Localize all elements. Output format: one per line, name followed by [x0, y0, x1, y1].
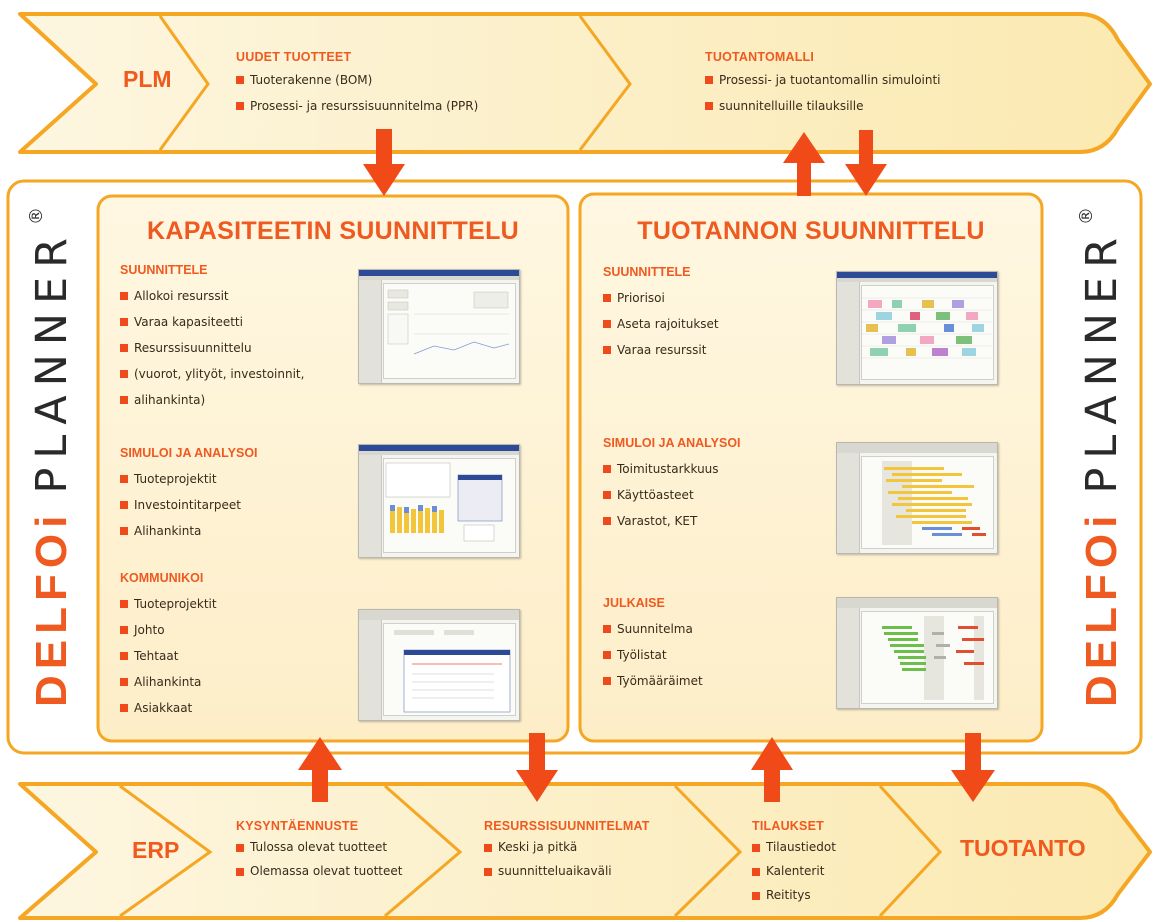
- screenshot-simulation: [358, 444, 520, 558]
- arrow-down-left-erp: [516, 733, 558, 802]
- planner-wordmark: PLANNER: [1077, 229, 1127, 494]
- list-item: Aseta rajoitukset: [603, 311, 719, 337]
- phase-title: KYSYNTÄENNUSTE: [236, 819, 359, 833]
- phase-resurssisuunnitelmat: RESURSSISUUNNITELMAT Keski ja pitkä suun…: [484, 819, 650, 883]
- list-item: Varaa kapasiteetti: [120, 309, 304, 335]
- right-section-simuloi: SIMULOI JA ANALYSOI Toimitustarkkuus Käy…: [603, 436, 741, 534]
- list-item: Tuoteprojektit: [120, 466, 258, 492]
- list-item-continuation: suunnitteluaikaväli: [484, 859, 650, 883]
- list-item: Reititys: [752, 883, 836, 907]
- list-item: Tilaustiedot: [752, 835, 836, 859]
- section-items: Priorisoi Aseta rajoitukset Varaa resurs…: [603, 285, 719, 363]
- phase-items: Tulossa olevat tuotteet Olemassa olevat …: [236, 835, 402, 883]
- screenshot-gantt-simulation: [836, 442, 998, 554]
- list-item: Resurssisuunnittelu: [120, 335, 304, 361]
- arrow-down-plm-left: [363, 129, 405, 196]
- screenshot-communication: [358, 609, 520, 721]
- screenshot-release: [836, 597, 998, 709]
- list-item: Kalenterit: [752, 859, 836, 883]
- list-item: Toimitustarkkuus: [603, 456, 741, 482]
- list-item: Tuoterakenne (BOM): [236, 67, 478, 93]
- erp-label: ERP: [132, 837, 180, 863]
- section-items: Allokoi resurssit Varaa kapasiteetti Res…: [120, 283, 304, 413]
- section-items: Suunnitelma Työlistat Työmääräimet: [603, 616, 703, 694]
- list-item: Keski ja pitkä: [484, 835, 650, 859]
- list-item-continuation: (vuorot, ylityöt, investoinnit,: [120, 361, 304, 387]
- left-section-simuloi: SIMULOI JA ANALYSOI Tuoteprojektit Inves…: [120, 446, 258, 544]
- list-item: Allokoi resurssit: [120, 283, 304, 309]
- right-section-suunnittele: SUUNNITTELE Priorisoi Aseta rajoitukset …: [603, 265, 719, 363]
- section-title: JULKAISE: [603, 596, 665, 610]
- section-title: SIMULOI JA ANALYSOI: [603, 436, 741, 450]
- phase-title: TUOTANTOMALLI: [705, 50, 815, 64]
- phase-tilaukset: TILAUKSET Tilaustiedot Kalenterit Reitit…: [752, 819, 836, 907]
- phase-items: Tilaustiedot Kalenterit Reititys: [752, 835, 836, 907]
- phase-items: Tuoterakenne (BOM) Prosessi- ja resurssi…: [236, 67, 478, 119]
- list-item: Priorisoi: [603, 285, 719, 311]
- delfoi-wordmark: DELFOi: [27, 509, 76, 707]
- list-item: Varaa resurssit: [603, 337, 719, 363]
- list-item: Prosessi- ja resurssisuunnitelma (PPR): [236, 93, 478, 119]
- section-title: SUUNNITTELE: [603, 265, 691, 279]
- list-item: Tulossa olevat tuotteet: [236, 835, 402, 859]
- plm-label: PLM: [123, 66, 172, 92]
- list-item: Tuoteprojektit: [120, 591, 217, 617]
- arrow-up-right-plm: [783, 132, 825, 196]
- section-items: Tuoteprojektit Investointitarpeet Alihan…: [120, 466, 258, 544]
- phase-title: UUDET TUOTTEET: [236, 50, 352, 64]
- bottom-band: [18, 782, 1152, 920]
- phase-items: Keski ja pitkä suunnitteluaikaväli: [484, 835, 650, 883]
- top-band: [18, 12, 1152, 154]
- registered-mark: ®: [25, 207, 47, 225]
- phase-uudet-tuotteet: UUDET TUOTTEET Tuoterakenne (BOM) Proses…: [236, 50, 478, 119]
- list-item-continuation: alihankinta): [120, 387, 304, 413]
- phase-items: Prosessi- ja tuotantomallin simulointi s…: [705, 67, 941, 119]
- planner-wordmark: PLANNER: [27, 229, 77, 494]
- arrow-down-right-tuotanto: [951, 733, 995, 802]
- list-item: Olemassa olevat tuotteet: [236, 859, 402, 883]
- section-items: Toimitustarkkuus Käyttöasteet Varastot, …: [603, 456, 741, 534]
- list-item: Tehtaat: [120, 643, 217, 669]
- list-item-continuation: suunnitelluille tilauksille: [705, 93, 941, 119]
- list-item: Alihankinta: [120, 518, 258, 544]
- phase-tuotantomalli: TUOTANTOMALLI Prosessi- ja tuotantomalli…: [705, 50, 941, 119]
- right-section-julkaise: JULKAISE Suunnitelma Työlistat Työmääräi…: [603, 596, 703, 694]
- section-title: SUUNNITTELE: [120, 263, 208, 277]
- left-section-suunnittele: SUUNNITTELE Allokoi resurssit Varaa kapa…: [120, 263, 304, 413]
- list-item: Investointitarpeet: [120, 492, 258, 518]
- phase-title: RESURSSISUUNNITELMAT: [484, 819, 650, 833]
- left-panel-title: KAPASITEETIN SUUNNITTELU: [146, 217, 520, 245]
- list-item: Työlistat: [603, 642, 703, 668]
- phase-kysyntaennuste: KYSYNTÄENNUSTE Tulossa olevat tuotteet O…: [236, 819, 402, 883]
- list-item: Asiakkaat: [120, 695, 217, 721]
- arrow-down-plm-right: [845, 130, 887, 196]
- delfoi-planner-logo-left: DELFOi PLANNER ®: [25, 207, 79, 707]
- screenshot-capacity-plan: [358, 269, 520, 384]
- section-title: KOMMUNIKOI: [120, 571, 204, 585]
- section-title: SIMULOI JA ANALYSOI: [120, 446, 258, 460]
- delfoi-wordmark: DELFOi: [1077, 509, 1126, 707]
- left-section-kommunikoi: KOMMUNIKOI Tuoteprojektit Johto Tehtaat …: [120, 571, 217, 721]
- list-item: Alihankinta: [120, 669, 217, 695]
- arrow-up-erp-right: [751, 737, 793, 802]
- list-item: Varastot, KET: [603, 508, 741, 534]
- registered-mark: ®: [1075, 207, 1097, 225]
- arrow-up-erp-left: [298, 737, 342, 802]
- delfoi-planner-logo-right: DELFOi PLANNER ®: [1075, 207, 1129, 707]
- list-item: Prosessi- ja tuotantomallin simulointi: [705, 67, 941, 93]
- phase-title: TILAUKSET: [752, 819, 824, 833]
- flow-arrows: [298, 129, 995, 802]
- list-item: Työmääräimet: [603, 668, 703, 694]
- screenshot-production-plan: [836, 271, 998, 385]
- list-item: Suunnitelma: [603, 616, 703, 642]
- section-items: Tuoteprojektit Johto Tehtaat Alihankinta…: [120, 591, 217, 721]
- right-panel-title: TUOTANNON SUUNNITTELU: [637, 217, 985, 245]
- list-item: Johto: [120, 617, 217, 643]
- tuotanto-label: TUOTANTO: [960, 835, 1086, 861]
- list-item: Käyttöasteet: [603, 482, 741, 508]
